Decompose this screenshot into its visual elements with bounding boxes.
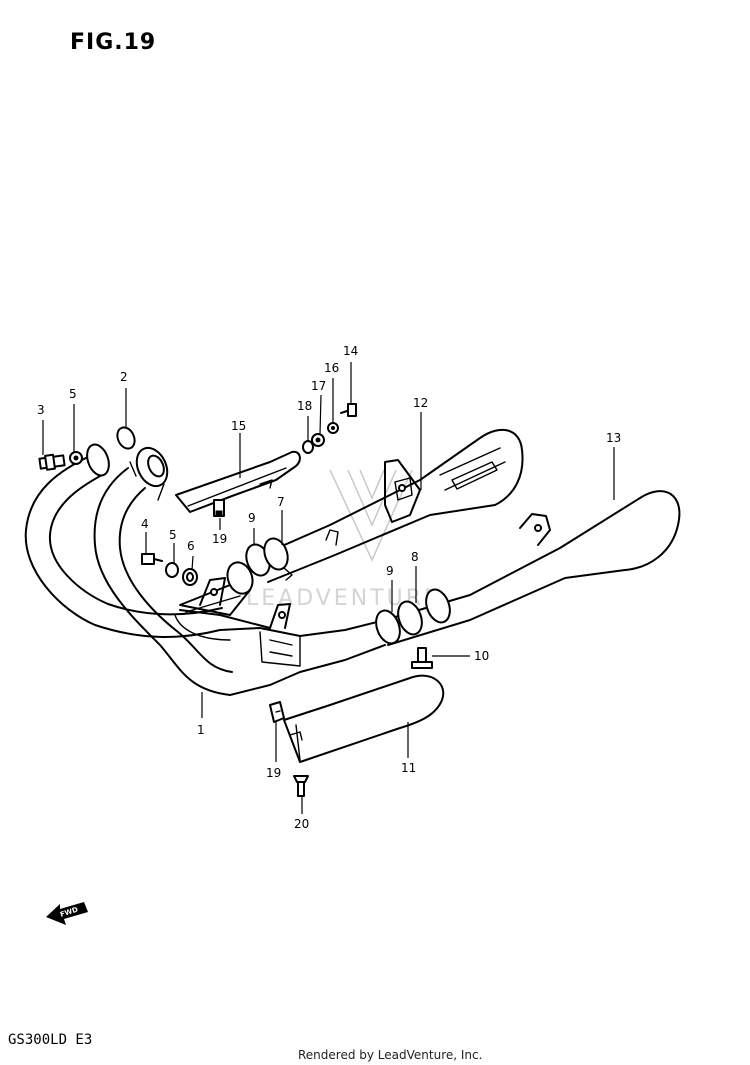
- model-code: GS300LD E3: [8, 1032, 93, 1048]
- exhaust-pipe-front-header: [93, 446, 233, 696]
- clamp-lower: [375, 588, 451, 645]
- callout-9-upper: 9: [248, 511, 256, 525]
- callout-4: 4: [141, 517, 149, 531]
- callout-6: 6: [187, 539, 195, 553]
- callout-20: 20: [294, 817, 310, 831]
- callout-17: 17: [311, 379, 327, 393]
- callout-3: 3: [37, 403, 45, 417]
- collector-body: [174, 577, 386, 696]
- callout-18: 18: [297, 399, 313, 413]
- callout-1: 1: [197, 723, 205, 737]
- credit-line: Rendered by LeadVenture, Inc.: [298, 1048, 483, 1062]
- callout-15: 14: [343, 344, 359, 358]
- bolt-15: [340, 403, 357, 417]
- screw-20: [293, 775, 309, 797]
- washer-18: [302, 440, 314, 454]
- connector-upper: [226, 561, 254, 595]
- callout-13: 15: [231, 419, 247, 433]
- bolt-3: [38, 453, 66, 471]
- figure-title: FIG.19: [70, 30, 157, 55]
- nut-19-lower: [269, 701, 285, 723]
- callout-5-lower: 5: [169, 528, 177, 542]
- heat-shield-upper: [175, 450, 301, 513]
- washer-6: [182, 568, 198, 586]
- muffler-upper: [249, 429, 524, 583]
- nut-16: [327, 422, 339, 434]
- callout-19-lower: 19: [266, 766, 282, 780]
- callout-10: 10: [474, 649, 490, 663]
- callout-8: 8: [411, 550, 419, 564]
- callout-11: 12: [413, 396, 429, 410]
- washer-5-lower: [165, 562, 179, 578]
- washer-17: [311, 433, 325, 447]
- forward-arrow-icon: FWD: [46, 902, 88, 925]
- nut-19-upper: [213, 499, 225, 517]
- callout-14: 11: [401, 761, 417, 775]
- callout-5-upper: 5: [69, 387, 77, 401]
- exhaust-pipe-left-header: [24, 443, 223, 638]
- callout-16: 16: [324, 361, 340, 375]
- bolt-4: [141, 553, 163, 565]
- leader-lines: [42, 362, 615, 814]
- callout-12: 13: [606, 431, 622, 445]
- washer-5-upper: [69, 451, 83, 465]
- heat-shield-lower: [283, 674, 445, 763]
- callout-7: 7: [277, 495, 285, 509]
- callout-9-lower: 9: [386, 564, 394, 578]
- gasket-ring: [116, 426, 136, 450]
- clamp-upper: [245, 537, 293, 581]
- callout-2: 2: [120, 370, 128, 384]
- bolt-10: [411, 647, 433, 669]
- muffler-lower: [384, 490, 681, 646]
- callout-19-upper: 19: [212, 532, 228, 546]
